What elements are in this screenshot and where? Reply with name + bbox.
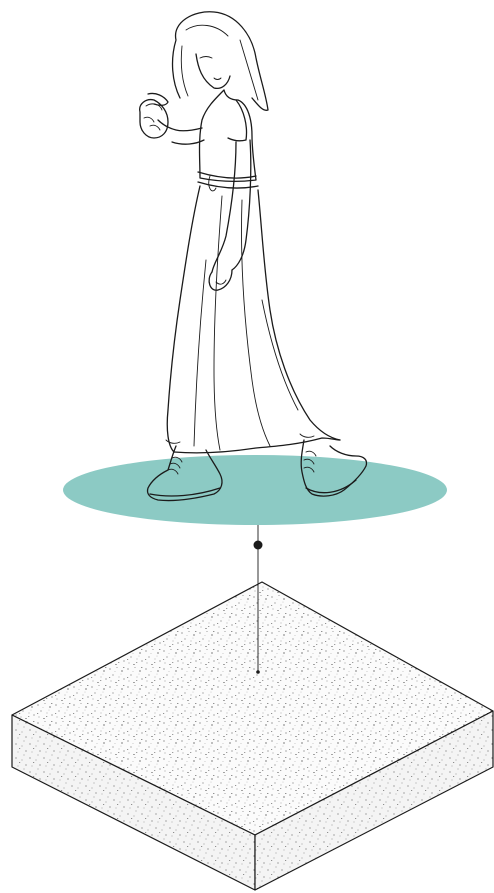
- woman-walking-figure-icon: [140, 12, 367, 501]
- connector-end-icon: [256, 670, 260, 674]
- platform-ellipse: [63, 455, 447, 525]
- face-outline: [196, 54, 230, 88]
- hair-outline: [173, 12, 268, 111]
- connector-dot-icon: [254, 541, 263, 550]
- hand-by-side: [209, 270, 232, 290]
- raised-arm: [158, 120, 202, 131]
- floor-slab: [12, 582, 493, 890]
- torso-outline: [200, 90, 257, 181]
